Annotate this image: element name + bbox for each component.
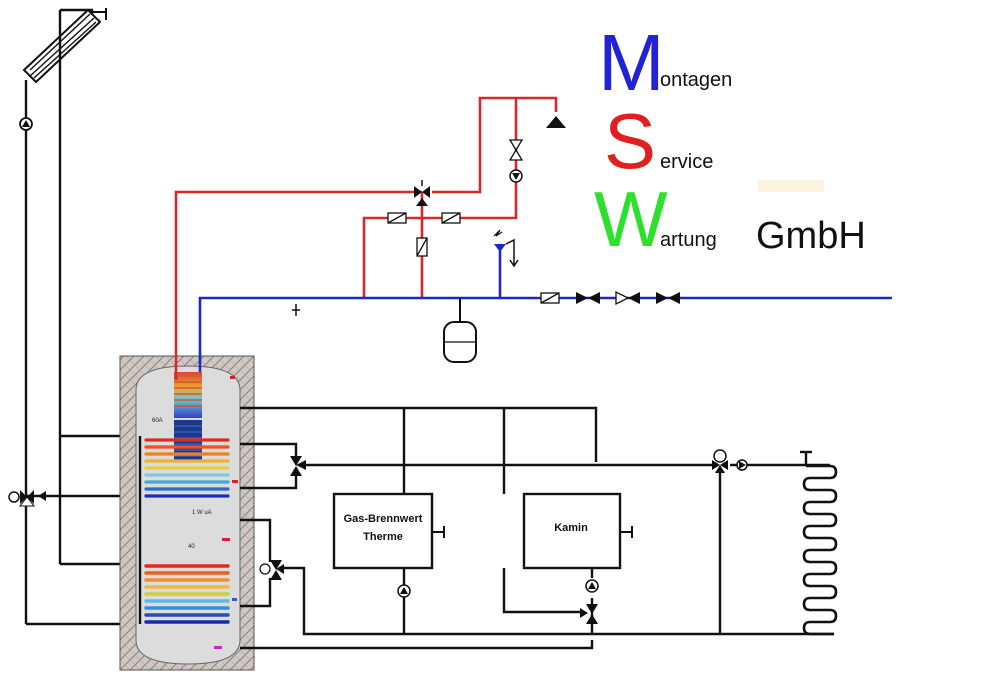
cold-water-line xyxy=(198,246,892,372)
tank-label-a: 60A xyxy=(152,418,163,424)
boiler-pump-icon xyxy=(397,584,411,598)
check-valve-icon xyxy=(387,212,560,304)
expansion-vessel-icon xyxy=(443,298,477,363)
lower-solar-coil xyxy=(144,564,230,624)
fireplace-label: Kamin xyxy=(554,522,588,534)
heating-circuit-lines xyxy=(240,406,834,650)
solar-pump-icon xyxy=(19,117,33,131)
solar-three-way-valve-icon xyxy=(8,490,36,507)
gas-boiler-label-line2: Therme xyxy=(363,531,403,543)
logo-word-ervice: ervice xyxy=(660,151,713,173)
tap-outlet-icon xyxy=(546,116,566,128)
circulation-valve-icon xyxy=(508,139,524,183)
logo-word-artung: artung xyxy=(660,229,717,251)
logo-word-ontagen: ontagen xyxy=(660,69,732,91)
logo-letter-s: S xyxy=(604,97,656,185)
logo-letter-m: M xyxy=(598,18,665,107)
upper-heat-exchanger xyxy=(144,438,230,498)
thermostatic-mixing-valve-icon xyxy=(414,180,430,206)
logo-letter-w: W xyxy=(594,175,668,263)
gate-valve-icon xyxy=(576,290,680,306)
tank-label-c: 40 xyxy=(188,544,195,550)
arrow-left-icon xyxy=(38,491,46,501)
company-suffix: GmbH xyxy=(756,215,866,257)
radiator-icon xyxy=(800,450,838,636)
logo-highlight xyxy=(758,180,824,192)
buffer-tank: 60A 1 W uA 40 xyxy=(119,355,255,671)
solar-collector-icon xyxy=(22,8,107,84)
company-logo: M ontagen S ervice W artung GmbH xyxy=(594,18,866,263)
heating-three-way-valve-icon xyxy=(259,456,306,580)
gas-boiler-label-line1: Gas-Brennwert xyxy=(344,513,423,525)
tank-label-b: 1 W uA xyxy=(192,510,212,516)
fireplace: Kamin xyxy=(522,492,633,570)
fireplace-pump-icon xyxy=(580,579,599,624)
hot-water-line xyxy=(174,96,558,380)
safety-valve-icon xyxy=(493,229,519,268)
gas-boiler: Gas-Brennwert Therme xyxy=(332,492,445,570)
radiator-mixer-icon xyxy=(712,449,748,473)
